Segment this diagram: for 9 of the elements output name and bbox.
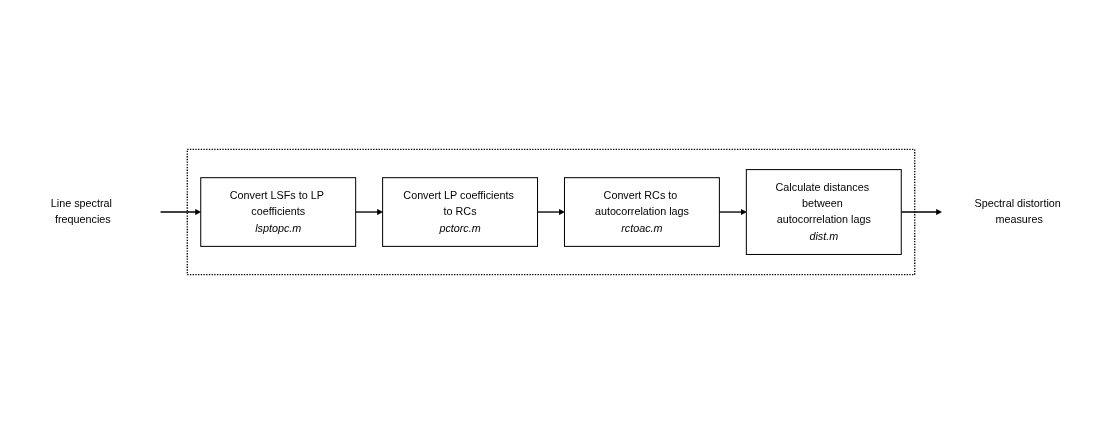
cluster: [186, 149, 916, 276]
node-text: Line spectral frequencies: [50, 198, 112, 226]
node-box: Convert RCs to autocorrelation lags rctoac.m: [563, 177, 720, 248]
node-box: Convert LSFs to LP coefficients lsptopc.m: [200, 177, 357, 248]
arrow: [355, 209, 383, 216]
node-text: Spectral distortion measures: [974, 198, 1061, 226]
node-box: Convert LP coefficients to RCs pctorc.m: [382, 177, 539, 248]
arrow: [159, 209, 201, 216]
node-box: Calculate distances between autocorrelation lags dist.m: [745, 169, 902, 256]
